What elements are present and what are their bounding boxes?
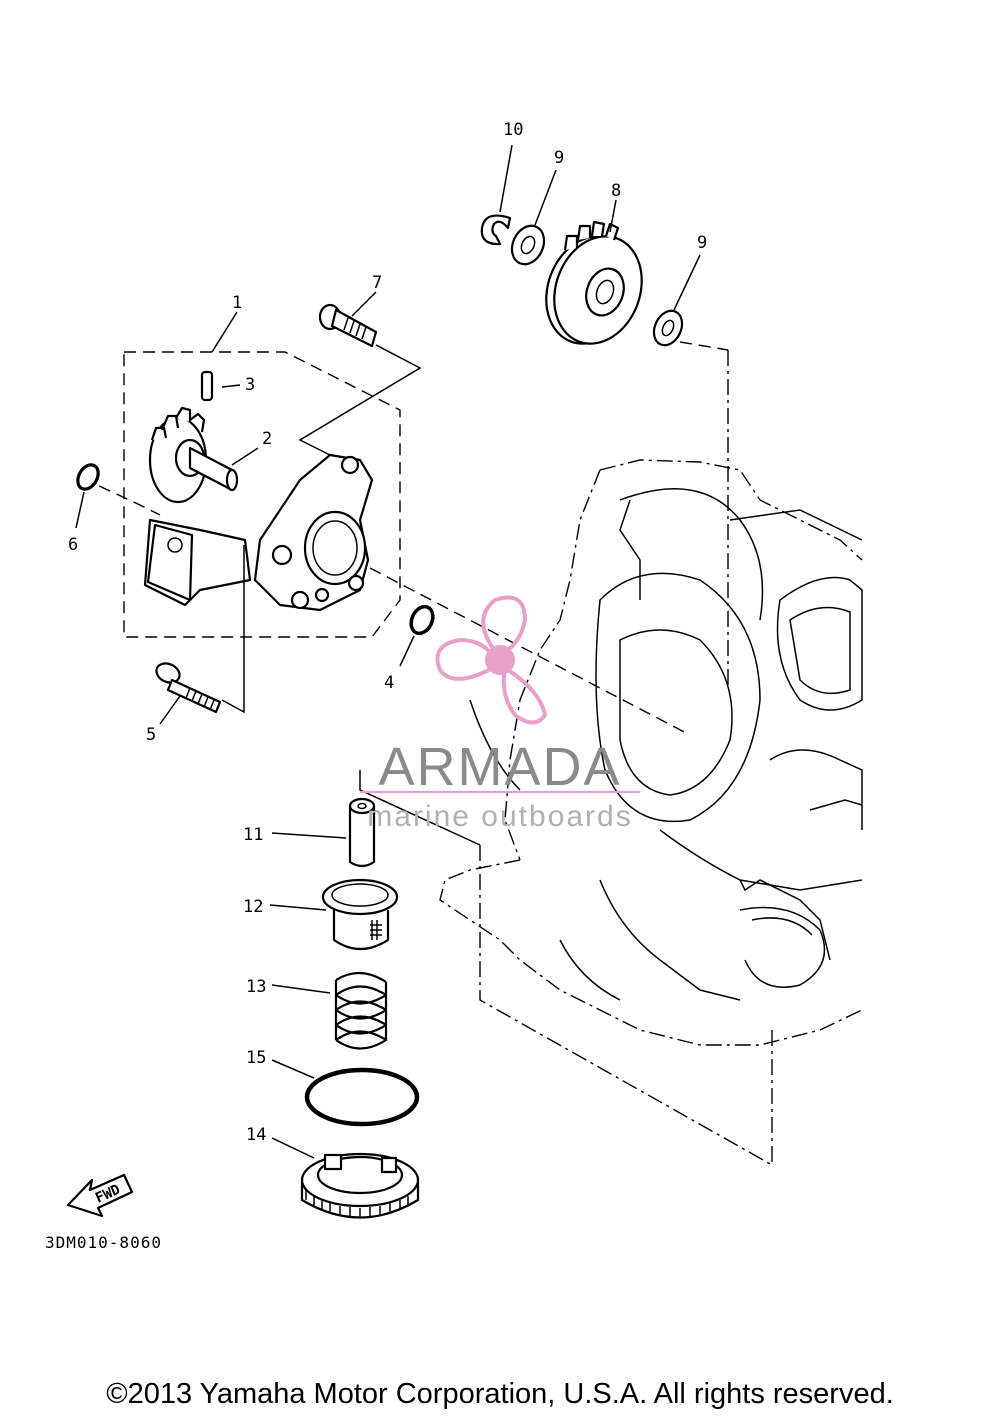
callout-12: 12 xyxy=(243,897,263,917)
strainer-part-12 xyxy=(269,878,399,951)
oil-pump-assembly-outline xyxy=(123,351,401,638)
callout-14: 14 xyxy=(246,1125,266,1145)
callout-11: 11 xyxy=(243,825,263,845)
bolt-part-5 xyxy=(155,662,222,725)
washer-part-9-lower xyxy=(652,254,701,347)
watermark-brand: ARMADA xyxy=(378,737,621,797)
propeller-hub-icon xyxy=(485,645,515,675)
callout-6: 6 xyxy=(68,535,78,555)
gear-shaft-part-2 xyxy=(148,406,259,504)
callout-8: 8 xyxy=(611,181,621,201)
leader-1 xyxy=(211,311,238,353)
callout-3: 3 xyxy=(245,375,255,395)
callout-2: 2 xyxy=(262,429,272,449)
armada-watermark: ARMADA marine outboards xyxy=(360,595,640,833)
forward-direction-arrow: FWD xyxy=(66,1173,134,1218)
callout-13: 13 xyxy=(246,977,266,997)
washer-part-9-upper xyxy=(510,169,557,266)
crankcase-drawing xyxy=(439,350,863,1166)
copyright-notice: ©2013 Yamaha Motor Corporation, U.S.A. A… xyxy=(106,1378,894,1410)
drawing-code: 3DM010-8060 xyxy=(45,1233,162,1252)
oil-pump-body xyxy=(143,453,374,612)
callout-9a: 9 xyxy=(554,148,564,168)
callout-5: 5 xyxy=(146,725,156,745)
callout-4: 4 xyxy=(384,673,394,693)
callout-15: 15 xyxy=(246,1048,266,1068)
watermark-tagline: marine outboards xyxy=(367,800,632,833)
spring-part-13 xyxy=(271,971,388,1050)
callout-9b: 9 xyxy=(697,233,707,253)
bolt-part-7 xyxy=(318,291,378,348)
plug-part-14 xyxy=(271,1137,420,1219)
o-ring-part-15 xyxy=(271,1059,420,1127)
pipe-part-11 xyxy=(271,797,376,868)
pin-part-3 xyxy=(200,370,241,402)
o-ring-part-6 xyxy=(75,463,100,529)
callout-7: 7 xyxy=(372,273,382,293)
clip-part-10 xyxy=(480,144,513,246)
gear-part-8 xyxy=(545,199,643,345)
callout-1: 1 xyxy=(232,293,242,313)
o-ring-part-4 xyxy=(399,604,435,667)
propeller-logo-icon xyxy=(435,595,548,725)
construction-lines xyxy=(81,341,729,846)
callout-labels: 1 2 3 4 5 6 7 8 9 9 10 11 12 13 15 14 xyxy=(68,120,707,1145)
callout-10: 10 xyxy=(503,120,523,140)
